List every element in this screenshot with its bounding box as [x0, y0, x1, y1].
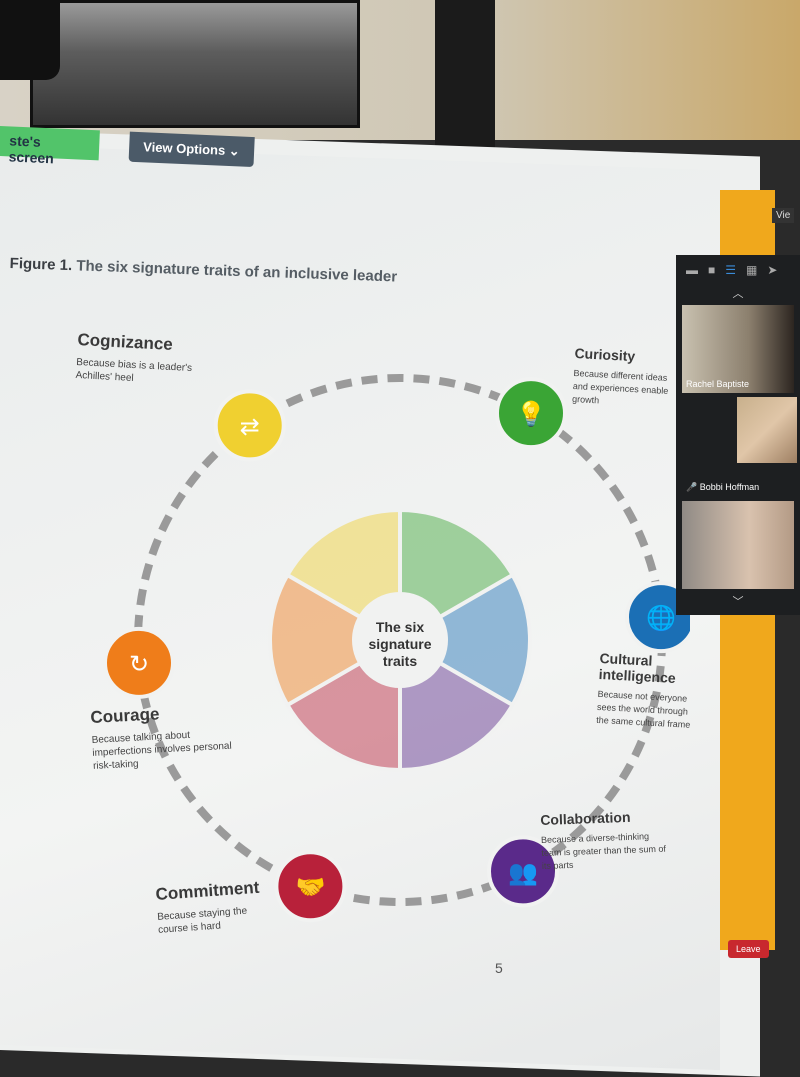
center-text-3: traits [383, 653, 417, 669]
chevron-down-icon: ⌄ [228, 143, 241, 159]
participant-tile[interactable]: 🎤 Bobbi Hoffman [682, 397, 797, 497]
view-options-button[interactable]: View Options ⌄ [128, 131, 255, 168]
participant-name: Rachel Baptiste [686, 379, 750, 389]
strip-view-icon[interactable]: ☰ [725, 263, 737, 277]
participant-name-row: 🎤 Bobbi Hoffman [686, 482, 759, 493]
panel-toolbar: ▬ ■ ☰ ▦ ➤ [676, 255, 800, 285]
svg-text:↻: ↻ [129, 651, 149, 678]
background-pillar [435, 0, 495, 150]
sector-courage [268, 572, 404, 708]
svg-text:⇄: ⇄ [240, 413, 260, 440]
cultural-intelligence-icon: 🌐 [625, 581, 690, 654]
trait-name: Collaboration [540, 808, 631, 828]
muted-mic-icon: 🎤 [686, 482, 698, 492]
participant-video [737, 397, 797, 463]
trait-desc: Because different ideas and experiences … [571, 367, 669, 406]
page-number: 5 [495, 960, 503, 976]
share-label: ste's screen [0, 126, 100, 166]
center-text-1: The six [376, 619, 424, 635]
svg-text:👥: 👥 [508, 859, 538, 886]
view-options-label: View Options [142, 139, 226, 158]
minimize-icon[interactable]: ▬ [686, 263, 698, 277]
sector-cultural-intelligence [396, 572, 532, 708]
cursor-icon: ➤ [767, 263, 778, 277]
svg-text:🤝: 🤝 [295, 874, 325, 901]
participants-panel: ▬ ■ ☰ ▦ ➤ ︿ Rachel Baptiste 🎤 Bobbi Hoff… [676, 255, 800, 615]
commitment-icon: 🤝 [274, 850, 347, 923]
participant-name: Bobbi Hoffman [699, 482, 760, 492]
courage-icon: ↻ [102, 626, 175, 699]
curiosity-icon: 💡 [495, 377, 567, 450]
center-text-2: signature [368, 636, 431, 652]
grid-view-icon[interactable]: ▦ [746, 263, 758, 277]
svg-text:💡: 💡 [516, 400, 546, 428]
scroll-down-icon[interactable]: ﹀ [732, 596, 744, 608]
center-circle [352, 592, 448, 688]
participant-tile[interactable] [682, 501, 794, 589]
trait-name: Cultural intelligence [598, 650, 677, 686]
trait-desc: Because talking about imperfections invo… [91, 729, 232, 772]
leave-button[interactable]: Leave [728, 940, 769, 958]
trait-desc: Because a diverse-thinking team is great… [540, 831, 667, 871]
collaboration-icon: 👥 [487, 835, 560, 908]
figure-label: Figure 1. [9, 255, 73, 275]
single-view-icon[interactable]: ■ [708, 263, 716, 277]
speaker [0, 0, 60, 80]
traits-wheel: The six signature traits ⇄ 💡 🌐 👥 🤝 ↻ [102, 374, 690, 923]
svg-text:🌐: 🌐 [646, 604, 676, 632]
scroll-up-icon[interactable]: ︿ [732, 288, 744, 300]
view-button[interactable]: Vie [772, 208, 795, 223]
trait-desc: Because not everyone sees the world thro… [596, 688, 691, 730]
participant-tile[interactable]: Rachel Baptiste [682, 305, 794, 393]
wall-photo [30, 0, 360, 128]
cognizance-icon: ⇄ [213, 389, 286, 462]
